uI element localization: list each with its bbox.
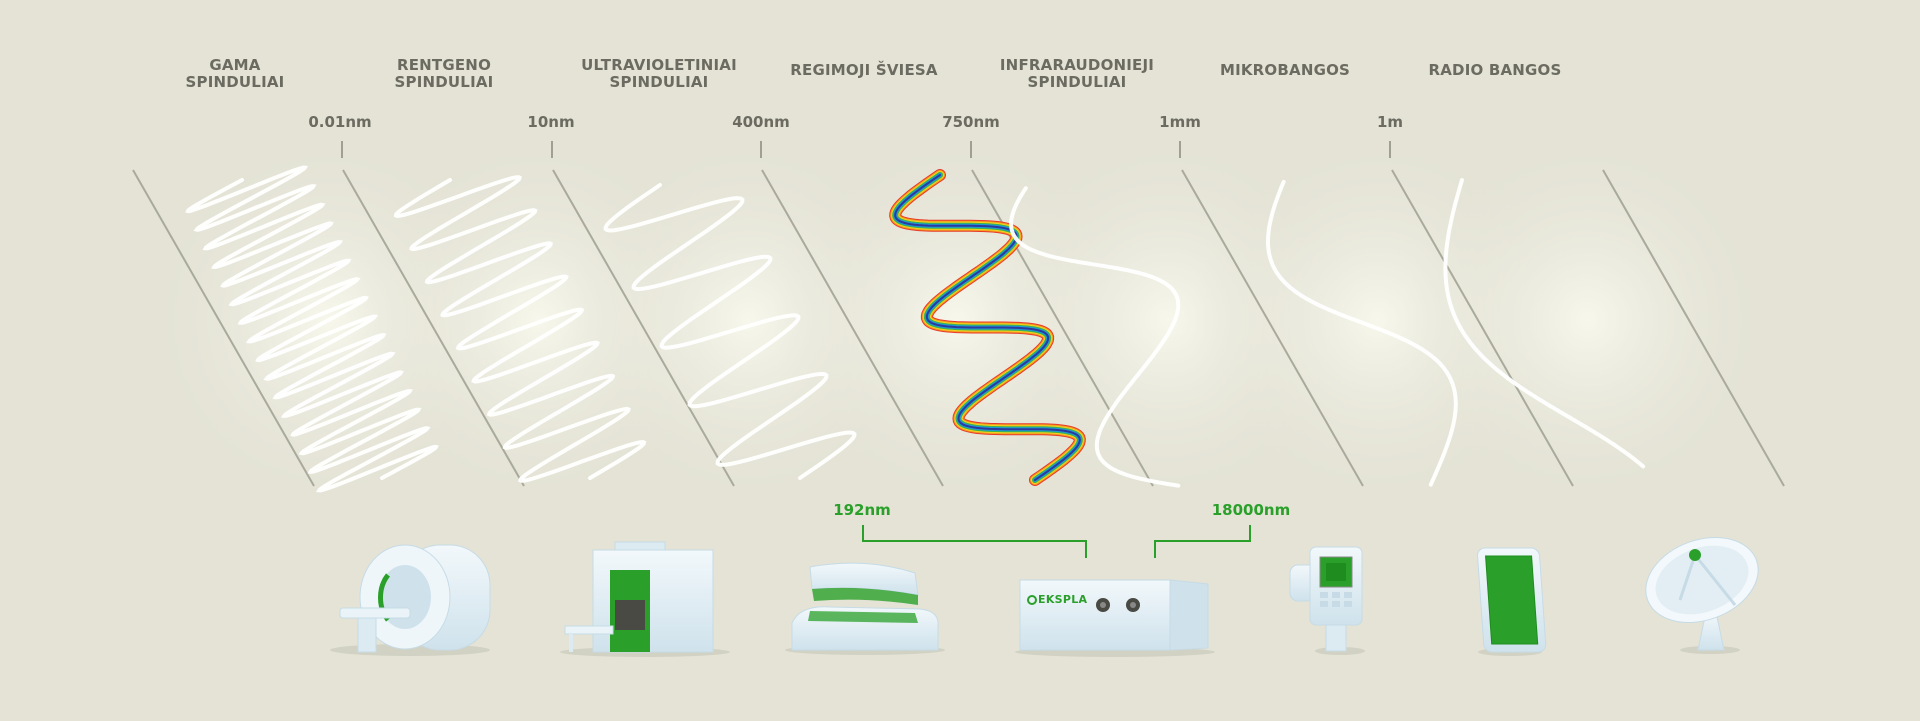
boundary-label-1: 10nm	[527, 113, 575, 131]
mobile-phone-icon	[1477, 547, 1547, 656]
uv-tanning-bed-icon	[785, 562, 945, 655]
band-divider	[132, 169, 315, 487]
band-label-microwave: MIKROBANGOS	[1219, 61, 1351, 79]
wave-6	[1443, 178, 1646, 469]
band-label-visible: REGIMOJI ŠVIESA	[790, 61, 938, 79]
visible-light-wave	[894, 174, 1081, 481]
boundary-ticks	[341, 141, 1391, 158]
band-dividers	[132, 169, 1785, 487]
wave-5	[1266, 179, 1458, 487]
ekspla-brand-text: EKSPLA	[1038, 593, 1088, 606]
ekspla-laser-icon	[1015, 579, 1215, 657]
boundary-label-0: 0.01nm	[308, 113, 372, 131]
band-label-radio: RADIO BANGOS	[1428, 61, 1562, 79]
boundary-label-4: 1mm	[1159, 113, 1201, 131]
band-divider	[761, 169, 944, 487]
band-divider	[552, 169, 735, 487]
baggage-xray-scanner-icon	[560, 541, 730, 657]
laser-range-bracket	[862, 525, 1251, 558]
band-divider	[1391, 169, 1574, 487]
band-divider	[1181, 169, 1364, 487]
boundary-label-5: 1m	[1376, 113, 1404, 131]
laser-bracket-left	[862, 525, 1087, 558]
wave-4	[1009, 186, 1181, 488]
wave-1	[393, 175, 647, 483]
laser-bracket-right	[1154, 525, 1251, 558]
band-divider	[1602, 169, 1785, 487]
wave-2	[603, 183, 857, 480]
waves-layer	[185, 165, 1646, 493]
laser-range-min-label: 192nm	[833, 501, 891, 519]
band-glow	[1402, 130, 1773, 510]
band-divider	[342, 169, 525, 487]
wave-0	[185, 165, 439, 493]
satellite-dish-icon	[1645, 536, 1759, 654]
boundary-label-2: 400nm	[732, 113, 790, 131]
laser-range-max-label: 18000nm	[1211, 501, 1291, 519]
thermal-camera-icon	[1289, 546, 1365, 655]
ct-scanner-icon	[330, 544, 491, 656]
boundary-label-3: 750nm	[942, 113, 1000, 131]
